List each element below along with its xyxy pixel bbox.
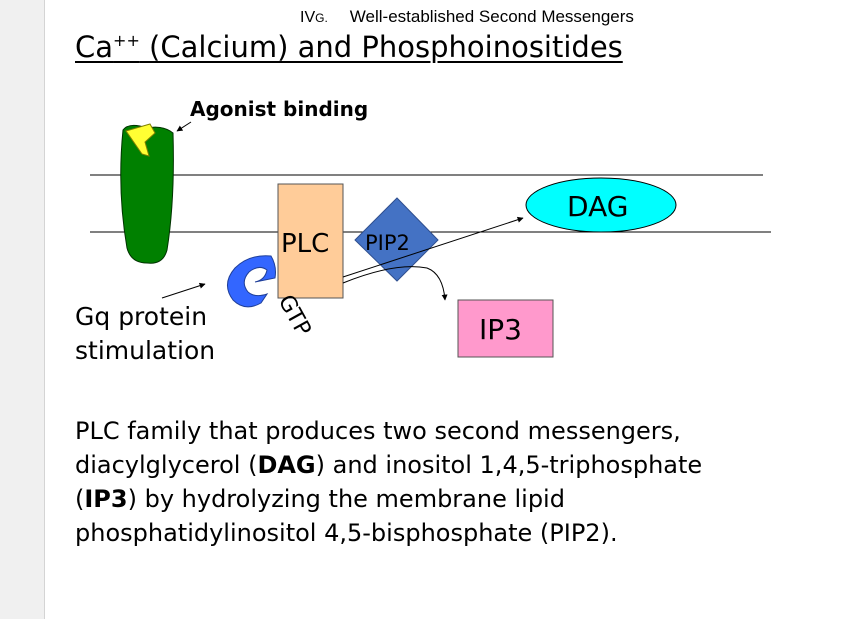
- pip2-label: PIP2: [365, 231, 410, 255]
- slide-title: Ca++ (Calcium) and Phosphoinositides: [75, 30, 623, 64]
- body-line-4: phosphatidylinositol 4,5-bisphosphate (P…: [75, 519, 618, 547]
- gq-label-line1: Gq protein: [75, 302, 207, 331]
- section-number: IVG.: [300, 9, 328, 26]
- ip3-box: [457, 299, 554, 358]
- agonist-arrow: [176, 121, 192, 132]
- slide: IVG. Well-established Second Messengers C…: [45, 0, 863, 619]
- agonist-label: Agonist binding: [190, 97, 368, 121]
- arrow-to-ip3: [342, 266, 448, 301]
- header-title: Well-established Second Messengers: [349, 7, 634, 26]
- left-gutter: [0, 0, 45, 619]
- signaling-diagram: Agonist binding PLC PIP2 DAG IP3 GTP Gq …: [75, 97, 771, 365]
- gq-protein-shape: [227, 255, 276, 308]
- gq-label-line2: stimulation: [75, 336, 215, 365]
- plc-box: [277, 183, 344, 299]
- body-paragraph: PLC family that produces two second mess…: [75, 414, 815, 550]
- body-line-2: diacylglycerol (DAG) and inositol 1,4,5-…: [75, 451, 703, 479]
- ip3-label: IP3: [479, 313, 522, 346]
- pip2-diamond: [354, 197, 439, 282]
- body-line-3: (IP3) by hydrolyzing the membrane lipid: [75, 485, 565, 513]
- slide-header: IVG. Well-established Second Messengers: [300, 7, 634, 27]
- gq-arrow: [161, 282, 206, 299]
- plc-label: PLC: [281, 229, 329, 259]
- arrow-to-dag: [342, 216, 524, 278]
- agonist-shape: [125, 123, 156, 157]
- receptor-shape: [120, 124, 174, 264]
- dag-ellipse: [525, 177, 677, 233]
- body-line-1: PLC family that produces two second mess…: [75, 417, 681, 445]
- dag-label: DAG: [567, 190, 628, 223]
